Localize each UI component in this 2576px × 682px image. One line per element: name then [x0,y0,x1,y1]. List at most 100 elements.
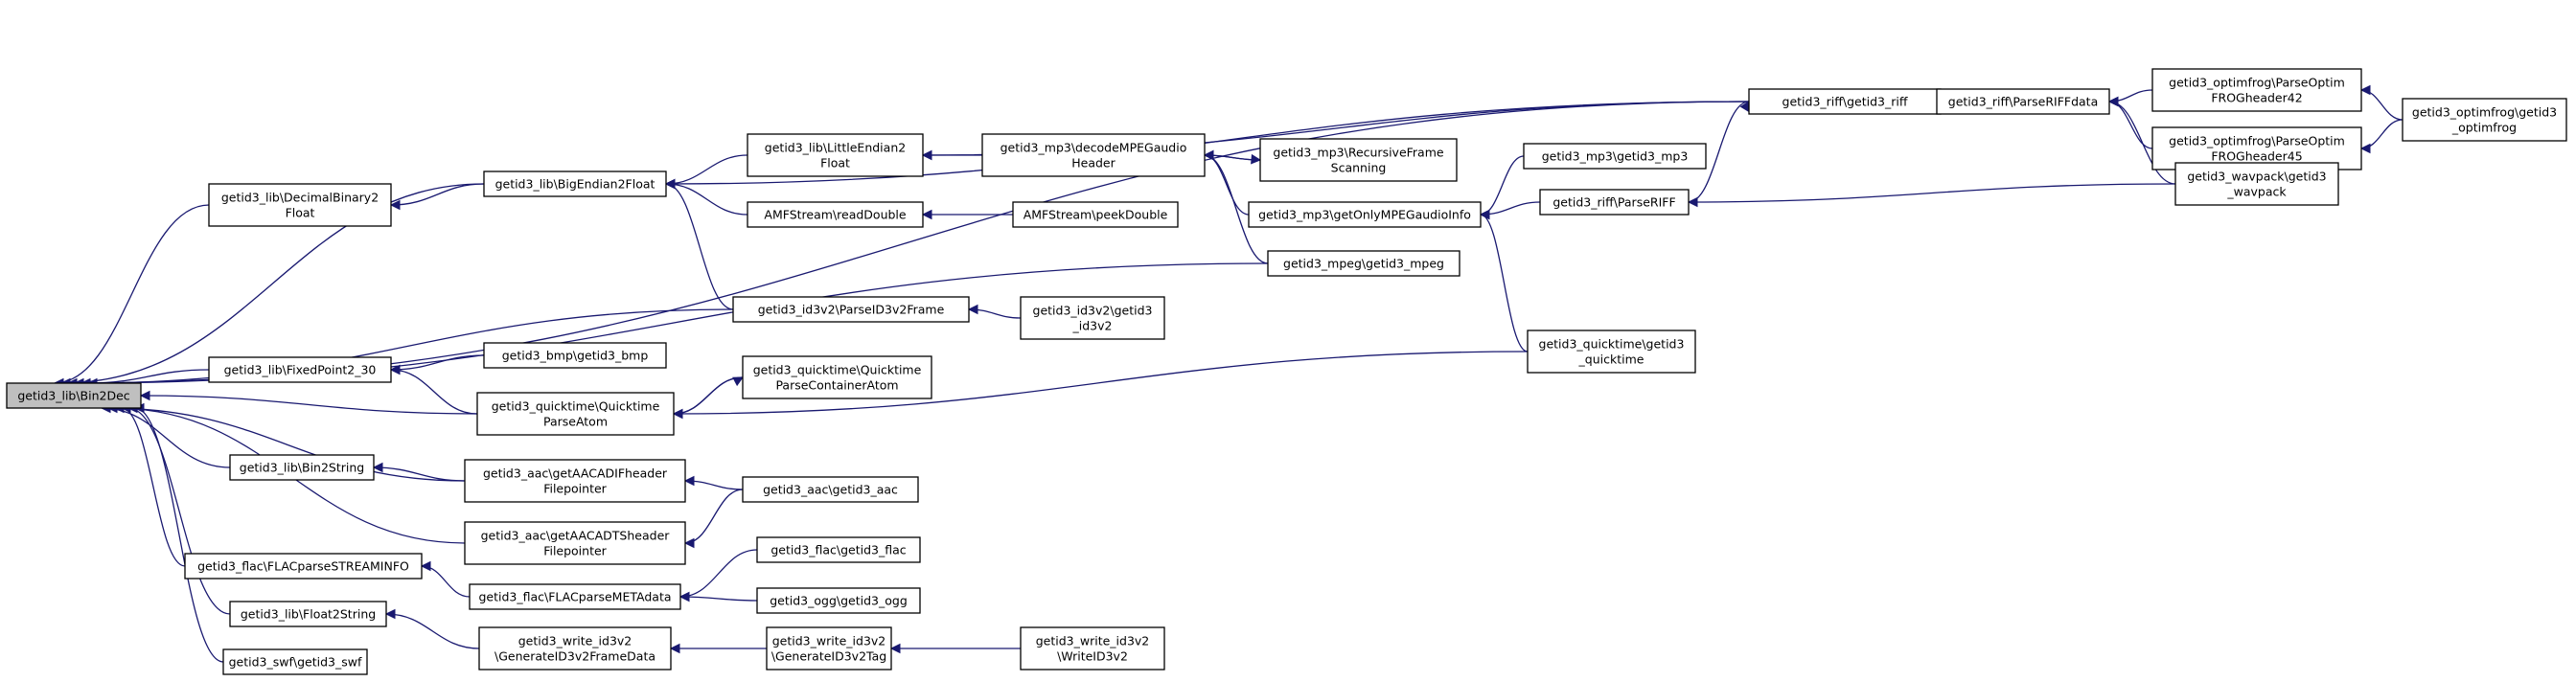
edge-line [665,183,734,310]
node-ogg_main[interactable]: getid3_ogg\getid3_ogg [756,587,921,614]
edge-wid3v2_tag-to-wid3v2_frame [669,643,767,654]
node-bmp[interactable]: getid3_bmp\getid3_bmp [483,342,667,369]
node-box [756,587,921,614]
edge-decbin2float-to-bin2dec [53,204,210,389]
edge-line [1204,154,1269,264]
node-wavpack[interactable]: getid3_wavpack\getid3_wavpack [2174,162,2339,206]
node-riff_parseriffdata[interactable]: getid3_riff\ParseRIFFdata [1936,88,2110,115]
node-label: getid3_quicktime\getid3 [1539,337,1685,352]
node-qt_main[interactable]: getid3_quicktime\getid3_quicktime [1527,330,1696,374]
node-bigendian2float[interactable]: getid3_lib\BigEndian2Float [483,170,667,197]
node-label: getid3_quicktime\Quicktime [492,399,660,414]
edge-line [1204,154,1250,216]
node-label: _wavpack [2226,185,2287,199]
node-label: getid3_riff\ParseRIFF [1552,195,1675,210]
node-box [1259,138,1458,182]
edge-line [2360,119,2404,149]
node-fixedpoint[interactable]: getid3_lib\FixedPoint2_30 [208,356,392,383]
edge-line [673,351,1529,415]
node-qt_container[interactable]: getid3_quicktime\QuicktimeParseContainer… [742,355,932,399]
node-flac_streaminfo[interactable]: getid3_flac\FLACparseSTREAMINFO [184,553,423,580]
node-wid3v2_write[interactable]: getid3_write_id3v2\WriteID3v2 [1020,626,1165,671]
node-label: getid3_swf\getid3_swf [229,655,362,670]
node-bin2string[interactable]: getid3_lib\Bin2String [229,454,375,481]
edge-wavpack-to-riff_parseriff [1687,183,2176,208]
node-label: AMFStream\readDouble [764,208,906,222]
node-box [747,133,924,177]
edge-line [2108,101,2176,185]
node-id3v2_parseframe[interactable]: getid3_id3v2\ParseID3v2Frame [732,296,970,323]
node-box [464,521,686,565]
node-float2string[interactable]: getid3_lib\Float2String [229,601,387,627]
node-box [1012,201,1179,228]
edge-line [2108,101,2153,149]
node-label: getid3_lib\BigEndian2Float [495,177,656,192]
node-label: Filepointer [543,482,607,496]
node-riff_riff[interactable]: getid3_riff\getid3_riff [1748,88,1942,115]
node-label: getid3_aac\getAACADIFheader [483,466,668,481]
node-wid3v2_tag[interactable]: getid3_write_id3v2\GenerateID3v2Tag [766,626,892,671]
node-label: getid3_riff\getid3_riff [1782,95,1908,109]
node-label: Float [286,206,315,220]
node-label: FROGheader45 [2211,149,2302,164]
arrowhead [389,199,401,211]
node-label: getid3_lib\DecimalBinary2 [221,191,379,205]
node-label: getid3_lib\LittleEndian2 [765,141,906,155]
node-box [2151,68,2362,112]
edge-line [2360,89,2404,121]
node-label: getid3_flac\getid3_flac [770,543,906,557]
node-riff_parseriff[interactable]: getid3_riff\ParseRIFF [1539,189,1690,216]
node-box [208,183,392,227]
node-flac_main[interactable]: getid3_flac\getid3_flac [756,536,921,563]
edge-qt_main-to-mp3_getonly [1479,209,1529,352]
node-label: \GenerateID3v2FrameData [494,649,656,664]
node-box [208,356,392,383]
node-amf_readdouble[interactable]: AMFStream\readDouble [747,201,924,228]
node-box [6,382,142,409]
node-box [222,648,368,675]
arrowhead [1251,153,1262,165]
arrowhead [139,390,150,401]
node-box [1527,330,1696,374]
node-mpeg_mpeg[interactable]: getid3_mpeg\getid3_mpeg [1267,250,1460,277]
node-mp3_getonly[interactable]: getid3_mp3\getOnlyMPEGaudioInfo [1248,201,1482,228]
node-optim_main[interactable]: getid3_optimfrog\getid3_optimfrog [2402,98,2567,142]
node-box [1267,250,1460,277]
arrowhead [921,149,932,161]
node-id3v2_main[interactable]: getid3_id3v2\getid3_id3v2 [1020,296,1165,340]
node-wid3v2_frame[interactable]: getid3_write_id3v2\GenerateID3v2FrameDat… [478,626,672,671]
edge-line [101,407,231,468]
node-label: Scanning [1331,161,1387,175]
edge-mp3_mp3-to-mp3_getonly [1479,155,1525,220]
node-layer: getid3_lib\Bin2Dec getid3_lib\DecimalBina… [6,68,2567,675]
node-label: FROGheader42 [2211,91,2302,105]
node-label: getid3_flac\FLACparseMETAdata [478,590,671,604]
node-label: getid3_mp3\getOnlyMPEGaudioInfo [1258,208,1471,222]
node-flac_metadata[interactable]: getid3_flac\FLACparseMETAdata [469,583,681,610]
arrowhead [669,643,680,654]
node-bin2dec[interactable]: getid3_lib\Bin2Dec [6,382,142,409]
node-label: getid3_mp3\getid3_mp3 [1542,149,1689,164]
edge-line [1480,214,1529,352]
arrowhead [2107,96,2119,107]
edge-line [1688,183,2176,203]
node-amf_peekdouble[interactable]: AMFStream\peekDouble [1012,201,1179,228]
node-box [2174,162,2339,206]
edge-mp3_decode-to-mp3_recursive [1204,153,1262,165]
node-label: Header [1071,156,1116,170]
node-mp3_mp3[interactable]: getid3_mp3\getid3_mp3 [1523,143,1707,170]
node-aac_main[interactable]: getid3_aac\getid3_aac [742,476,919,503]
arrowhead [1479,209,1490,220]
node-swf_main[interactable]: getid3_swf\getid3_swf [222,648,368,675]
edge-wid3v2_write-to-wid3v2_tag [889,643,1021,654]
edge-line [373,466,466,482]
edge-line [390,369,478,415]
